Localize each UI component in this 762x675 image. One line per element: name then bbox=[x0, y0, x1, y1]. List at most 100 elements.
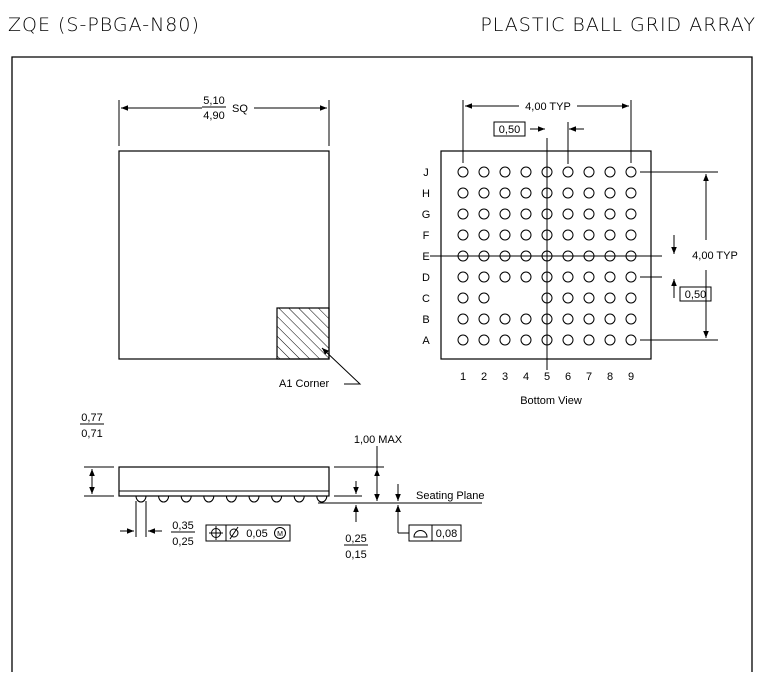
package-outline bbox=[118, 150, 330, 360]
column-label: 1 bbox=[460, 371, 466, 383]
solder-ball bbox=[562, 271, 574, 283]
side-ball bbox=[248, 495, 260, 503]
solder-ball bbox=[499, 166, 511, 178]
solder-ball bbox=[604, 208, 616, 220]
ball-dia-min: 0,25 bbox=[172, 536, 193, 548]
solder-ball bbox=[583, 166, 595, 178]
ball-dia-max: 0,35 bbox=[172, 520, 193, 532]
side-ball bbox=[316, 495, 328, 503]
solder-ball bbox=[562, 292, 574, 304]
solder-ball bbox=[478, 313, 490, 325]
solder-ball bbox=[562, 313, 574, 325]
position-icon bbox=[209, 526, 223, 540]
solder-ball bbox=[478, 208, 490, 220]
seating-plane-label: Seating Plane bbox=[416, 490, 485, 502]
solder-ball bbox=[457, 271, 469, 283]
drawing-border bbox=[11, 56, 753, 672]
coplanarity-value: 0,08 bbox=[436, 528, 457, 540]
solder-ball bbox=[457, 313, 469, 325]
side-ball bbox=[293, 495, 305, 503]
side-ball bbox=[203, 495, 215, 503]
package-type: PLASTIC BALL GRID ARRAY bbox=[480, 14, 756, 36]
solder-ball bbox=[499, 334, 511, 346]
column-label: 3 bbox=[502, 371, 508, 383]
solder-ball bbox=[478, 166, 490, 178]
package-body bbox=[118, 466, 330, 497]
position-tolerance-value: 0,05 bbox=[246, 528, 267, 540]
a1-leader bbox=[321, 347, 362, 385]
solder-ball bbox=[457, 208, 469, 220]
solder-ball bbox=[625, 271, 637, 283]
mmc-modifier-icon: M bbox=[274, 527, 286, 539]
solder-ball bbox=[562, 208, 574, 220]
solder-ball bbox=[583, 271, 595, 283]
side-balls bbox=[135, 495, 328, 503]
solder-ball bbox=[625, 334, 637, 346]
body-height-min: 0,71 bbox=[81, 428, 102, 440]
solder-ball bbox=[478, 187, 490, 199]
solder-ball bbox=[499, 271, 511, 283]
solder-ball bbox=[520, 208, 532, 220]
solder-ball bbox=[499, 313, 511, 325]
solder-ball bbox=[604, 187, 616, 199]
top-view: 5,10 4,90 SQ A1 Corner bbox=[118, 95, 362, 390]
width-min: 4,90 bbox=[203, 110, 224, 122]
solder-ball bbox=[604, 334, 616, 346]
solder-ball bbox=[562, 229, 574, 241]
bottom-view-caption: Bottom View bbox=[520, 395, 582, 407]
solder-ball bbox=[478, 229, 490, 241]
horizontal-span-typ: 4,00 TYP bbox=[525, 101, 571, 113]
solder-ball bbox=[583, 313, 595, 325]
row-label: J bbox=[423, 167, 429, 179]
row-label: C bbox=[422, 293, 430, 305]
solder-ball bbox=[583, 229, 595, 241]
side-ball bbox=[135, 495, 147, 503]
solder-ball bbox=[520, 334, 532, 346]
solder-ball bbox=[520, 313, 532, 325]
row-label: A bbox=[422, 335, 430, 347]
solder-ball bbox=[499, 187, 511, 199]
solder-ball bbox=[520, 166, 532, 178]
solder-ball bbox=[625, 166, 637, 178]
solder-ball bbox=[499, 208, 511, 220]
solder-ball bbox=[583, 187, 595, 199]
column-label: 6 bbox=[565, 371, 571, 383]
row-label: F bbox=[423, 230, 430, 242]
side-ball bbox=[225, 495, 237, 503]
solder-ball bbox=[583, 292, 595, 304]
column-label: 5 bbox=[544, 371, 550, 383]
solder-ball bbox=[583, 208, 595, 220]
package-code: ZQE (S-PBGA-N80) bbox=[8, 14, 200, 36]
solder-ball bbox=[625, 187, 637, 199]
solder-ball bbox=[520, 271, 532, 283]
solder-ball bbox=[457, 166, 469, 178]
max-height: 1,00 MAX bbox=[354, 434, 403, 446]
solder-ball bbox=[562, 166, 574, 178]
side-ball bbox=[271, 495, 283, 503]
solder-ball bbox=[562, 187, 574, 199]
column-label: 4 bbox=[523, 371, 529, 383]
solder-ball bbox=[604, 229, 616, 241]
horizontal-pitch: 0,50 bbox=[499, 124, 520, 136]
vertical-pitch: 0,50 bbox=[685, 289, 706, 301]
position-tolerance-frame bbox=[205, 524, 291, 542]
column-label: 2 bbox=[481, 371, 487, 383]
solder-ball bbox=[625, 229, 637, 241]
vertical-span-typ: 4,00 TYP bbox=[692, 250, 738, 262]
row-label: D bbox=[422, 272, 430, 284]
column-label: 8 bbox=[607, 371, 613, 383]
side-ball bbox=[158, 495, 170, 503]
column-label: 7 bbox=[586, 371, 592, 383]
a1-corner-marker bbox=[276, 307, 330, 360]
pitch-box bbox=[493, 121, 526, 137]
width-max: 5,10 bbox=[203, 95, 224, 107]
solder-ball bbox=[562, 334, 574, 346]
square-suffix: SQ bbox=[232, 103, 248, 115]
pitch-box bbox=[679, 286, 712, 302]
solder-ball bbox=[499, 229, 511, 241]
coplanarity-frame bbox=[408, 524, 462, 542]
standoff-max: 0,25 bbox=[345, 533, 366, 545]
